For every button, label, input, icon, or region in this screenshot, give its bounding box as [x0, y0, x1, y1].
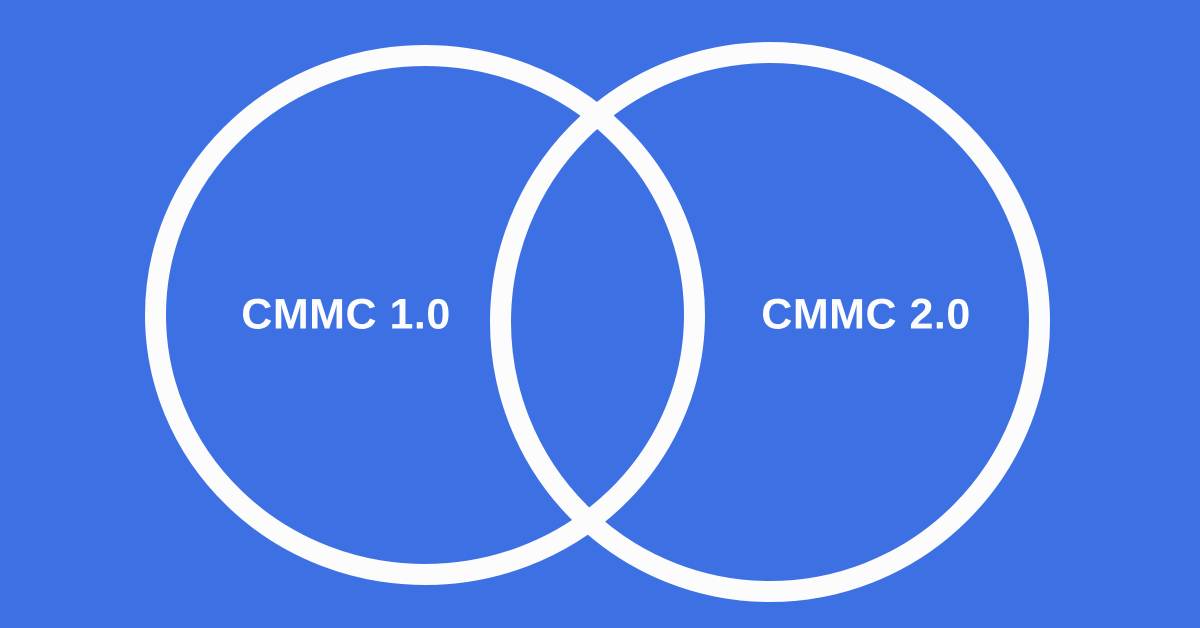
left-circle-label: CMMC 1.0 [241, 290, 451, 339]
right-venn-circle [490, 42, 1050, 602]
right-circle-label: CMMC 2.0 [761, 290, 971, 339]
left-venn-circle [145, 45, 705, 585]
